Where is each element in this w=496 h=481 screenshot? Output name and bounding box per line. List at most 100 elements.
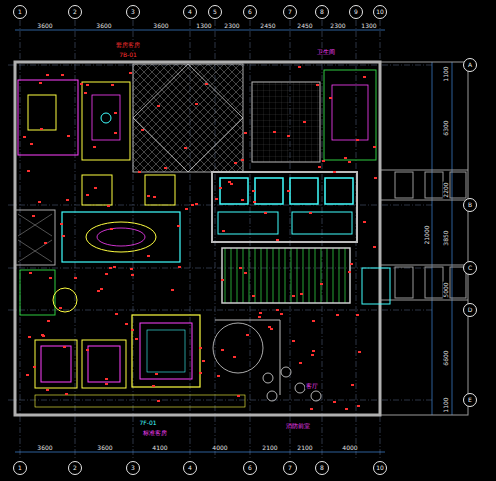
dimension-text: 3600: [95, 23, 112, 29]
fixture-mark: [32, 215, 35, 217]
fixture-mark: [111, 84, 114, 86]
fixture-mark: [268, 326, 271, 328]
fixture-mark: [356, 314, 359, 316]
fixture-mark: [47, 320, 50, 322]
grid-label: 4: [188, 465, 192, 471]
fixture-mark: [217, 375, 220, 377]
grid-label: 5: [213, 9, 217, 15]
fixture-mark: [130, 268, 133, 270]
fixture-mark: [86, 194, 89, 196]
fixture-mark: [300, 293, 303, 295]
fixture-mark: [113, 266, 116, 268]
fixture-mark: [184, 147, 187, 149]
fixture-mark: [67, 135, 70, 137]
fixture-mark: [135, 338, 138, 340]
fixture-mark: [363, 76, 366, 78]
fixture-mark: [244, 272, 247, 274]
fixture-mark: [65, 393, 68, 395]
fixture-mark: [171, 289, 174, 291]
dimension-text: 2300: [223, 23, 240, 29]
grid-bubble: B: [463, 198, 477, 212]
grid-label: C: [468, 265, 472, 271]
fixture-mark: [105, 383, 108, 385]
grid-label: 10: [376, 465, 384, 471]
grid-label: E: [468, 397, 472, 403]
grid-bubble: 10: [373, 461, 387, 475]
fixture-mark: [93, 146, 96, 148]
dimension-text: 2450: [259, 23, 276, 29]
grid-label: 8: [320, 9, 324, 15]
room-label: 消防前室: [285, 423, 311, 429]
fixture-mark: [86, 349, 89, 351]
fixture-mark: [23, 136, 26, 138]
grid-bubble: 7: [283, 5, 297, 19]
fixture-mark: [312, 320, 315, 322]
grid-bubble: 2: [68, 461, 82, 475]
dimension-text: 1100: [443, 65, 449, 82]
fixture-mark: [131, 274, 134, 276]
fixture-mark: [253, 201, 256, 203]
fixture-mark: [138, 171, 141, 173]
fixture-mark: [205, 83, 208, 85]
fixture-mark: [292, 295, 295, 297]
fixture-mark: [202, 360, 205, 362]
fixture-mark: [215, 198, 218, 200]
fixture-mark: [373, 246, 376, 248]
grid-bubble: 2: [68, 5, 82, 19]
fixture-mark: [74, 277, 77, 279]
fixture-mark: [177, 225, 180, 227]
dimension-text: 5000: [443, 281, 449, 298]
fixture-mark: [157, 400, 160, 402]
grid-label: 1: [18, 9, 22, 15]
fixture-mark: [153, 196, 156, 198]
fixture-mark: [33, 366, 36, 368]
fixture-mark: [63, 346, 66, 348]
grid-label: 10: [376, 9, 384, 15]
fixture-mark: [84, 92, 87, 94]
dimension-text: 2100: [261, 445, 278, 451]
fixture-mark: [199, 347, 202, 349]
grid-bubble: 10: [373, 5, 387, 19]
room-label: 7F-01: [138, 420, 157, 426]
fixture-mark: [219, 187, 222, 189]
grid-bubble: 3: [126, 461, 140, 475]
fixture-mark: [222, 230, 225, 232]
fixture-mark: [195, 103, 198, 105]
fixture-mark: [61, 74, 64, 76]
fixture-mark: [228, 181, 231, 183]
grid-bubble: C: [463, 261, 477, 275]
fixture-mark: [107, 205, 110, 207]
fixture-mark: [199, 372, 202, 374]
fixture-mark: [114, 132, 117, 134]
fixture-mark: [109, 267, 112, 269]
fixture-mark: [152, 385, 155, 387]
fixture-mark: [373, 146, 376, 148]
room-label: 7B-01: [118, 52, 138, 58]
fixture-mark: [26, 374, 29, 376]
fixture-mark: [299, 362, 302, 364]
dimension-text: 6300: [443, 119, 449, 136]
fixture-mark: [178, 266, 181, 268]
grid-label: A: [468, 62, 472, 68]
fixture-mark: [239, 267, 242, 269]
fixture-mark: [29, 272, 32, 274]
fixture-mark: [350, 263, 353, 265]
dimension-text: 2100: [296, 445, 313, 451]
fixture-mark: [320, 283, 323, 285]
fixture-mark: [356, 139, 359, 141]
dimension-text: 2200: [443, 181, 449, 198]
grid-label: D: [468, 307, 473, 313]
fixture-mark: [345, 408, 348, 410]
fixture-mark: [62, 235, 65, 237]
dimension-text: 3850: [443, 229, 449, 246]
fixture-mark: [164, 167, 167, 169]
grid-line: [322, 20, 323, 460]
fixture-mark: [100, 288, 103, 290]
fixture-mark: [195, 203, 198, 205]
fixture-mark: [310, 408, 313, 410]
grid-bubble: D: [463, 303, 477, 317]
fixture-mark: [115, 313, 118, 315]
dimension-text: 1100: [443, 396, 449, 413]
fixture-mark: [270, 328, 273, 330]
fixture-mark: [259, 312, 262, 314]
